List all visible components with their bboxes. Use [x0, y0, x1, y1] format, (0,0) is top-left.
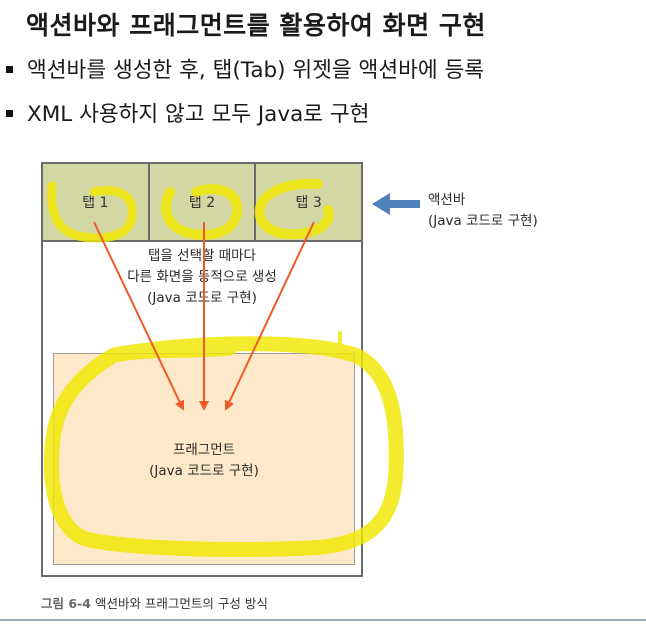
- highlight-tab-2: [161, 184, 242, 240]
- tab-label: 탭 3: [295, 195, 322, 211]
- fragment-description: 프래그먼트 (Java 코드로 구현): [54, 440, 354, 482]
- bullet-text: 액션바를 생성한 후, 탭(Tab) 위젯을 액션바에 등록: [27, 58, 485, 83]
- highlight-tab-1: [47, 181, 137, 243]
- description-line: 탭을 선택할 때마다: [148, 248, 256, 264]
- actionbar-label-title: 액션바: [428, 192, 466, 208]
- bullet-item: 액션바를 생성한 후, 탭(Tab) 위젯을 액션바에 등록: [6, 53, 484, 84]
- fragment-label: 프래그먼트: [172, 442, 236, 458]
- tab-label: 탭 1: [82, 195, 109, 211]
- figure-number: 그림 6-4: [41, 596, 91, 611]
- description-line: (Java 코드로 구현): [147, 290, 257, 306]
- actionbar-pointer-arrow: [372, 193, 420, 215]
- bullet-marker: [6, 109, 13, 117]
- highlight-fragment-circle: [43, 336, 404, 557]
- actionbar-label-note: (Java 코드로 구현): [428, 213, 538, 229]
- highlight-tab-3: [254, 178, 334, 240]
- page-title: 액션바와 프래그먼트를 활용하여 화면 구현: [26, 11, 486, 40]
- dynamic-screen-description: 탭을 선택할 때마다 다른 화면을 동적으로 생성 (Java 코드로 구현): [43, 246, 361, 309]
- description-line: 다른 화면을 동적으로 생성: [127, 269, 277, 285]
- fragment-note: (Java 코드로 구현): [149, 463, 259, 479]
- figure-caption-text: 액션바와 프래그먼트의 구성 방식: [94, 596, 268, 611]
- bottom-rule: [0, 619, 646, 621]
- tab-label: 탭 2: [188, 195, 216, 211]
- bullet-marker: [6, 65, 13, 73]
- arrow-tab1-to-fragment: [93, 221, 185, 411]
- bullet-item: XML 사용하지 않고 모두 Java로 구현: [6, 97, 369, 128]
- actionbar-label: 액션바 (Java 코드로 구현): [428, 190, 538, 232]
- bullet-text: XML 사용하지 않고 모두 Java로 구현: [27, 102, 370, 127]
- fragment-box: 프래그먼트 (Java 코드로 구현): [53, 353, 355, 565]
- arrow-tab3-to-fragment: [224, 221, 315, 411]
